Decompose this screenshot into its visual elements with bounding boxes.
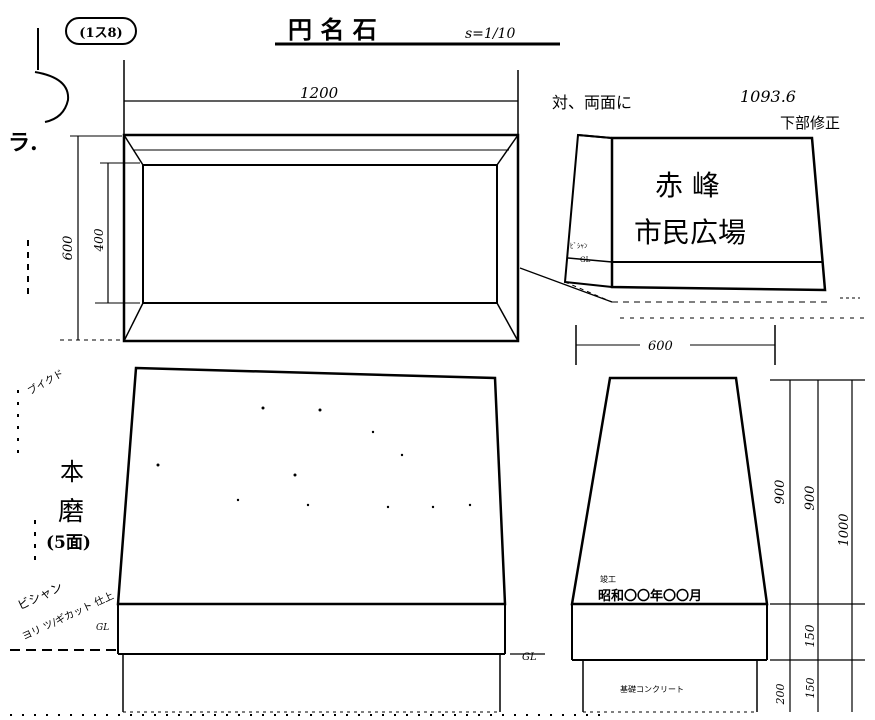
side-dim-200: 200 <box>774 684 787 706</box>
front-view <box>60 60 520 343</box>
bottom-left-note-3: GL <box>96 623 109 633</box>
side-dim-150: 150 <box>803 624 817 647</box>
elevation-view <box>116 366 545 713</box>
drawing-title: 円 名 石 <box>288 15 377 44</box>
sheet-number-badge: (1ス8) <box>65 17 137 45</box>
front-height-inner-label: 400 <box>92 228 106 252</box>
left-note-top: ラ. <box>8 130 38 156</box>
side-dim-900a: 900 <box>773 480 788 505</box>
polish-note-1: 本 <box>60 458 84 486</box>
front-height-outer-label: 600 <box>61 236 76 261</box>
polish-note-2: 磨 <box>58 497 84 527</box>
perspective-view <box>519 133 870 365</box>
stone-inscription-line1: 赤 峰 <box>655 169 720 202</box>
perspective-small-label-2: GL <box>580 256 591 264</box>
completion-date: 昭和〇〇年〇〇月 <box>598 588 702 604</box>
note-date: 1093.6 <box>740 87 796 106</box>
side-dim-1000: 1000 <box>837 513 852 546</box>
perspective-width-label: 600 <box>648 339 673 354</box>
note-sub: 下部修正 <box>780 114 840 132</box>
side-dim-900b: 900 <box>803 486 818 511</box>
elevation-gl-label: GL <box>522 652 537 663</box>
stone-inscription-line2: 市民広場 <box>634 216 746 249</box>
left-note-mid: ブイクド <box>25 366 66 397</box>
note-both-faces: 対、両面に <box>552 93 632 112</box>
elevation-specks <box>156 406 472 509</box>
base-concrete-label: 基礎コンクリート <box>620 684 684 694</box>
perspective-small-label: ﾋﾞｼｬﾝ <box>570 242 588 250</box>
drawing-scale: s=1/10 <box>465 26 515 42</box>
sheet-number: (1ス8) <box>79 26 122 41</box>
polish-note-3: (5面) <box>46 533 91 553</box>
side-dim-150b: 150 <box>804 678 817 699</box>
completion-label: 竣工 <box>600 574 616 584</box>
side-view <box>570 376 865 713</box>
bottom-left-note-1: ビシャン <box>15 580 64 613</box>
front-width-label: 1200 <box>300 84 339 102</box>
left-margin-marks <box>10 28 600 716</box>
